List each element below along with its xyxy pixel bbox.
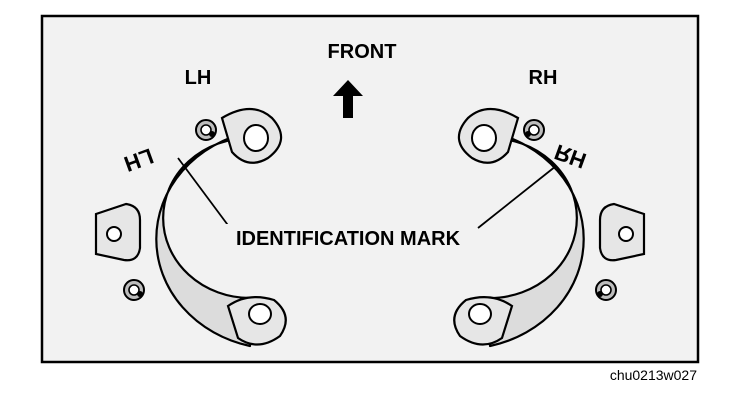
- left-hand-label: LH: [185, 67, 212, 89]
- up-arrow-icon: [333, 80, 363, 118]
- identification-label: IDENTIFICATION MARK: [236, 228, 461, 250]
- figure-frame: [40, 14, 700, 364]
- left-leader-line: [177, 157, 237, 237]
- figure-code: chu0213w027: [610, 367, 697, 383]
- identification-label-bg: [226, 224, 470, 252]
- front-label: FRONT: [328, 41, 397, 63]
- right-leader-line: [477, 165, 557, 229]
- right-hand-label: RH: [529, 67, 558, 89]
